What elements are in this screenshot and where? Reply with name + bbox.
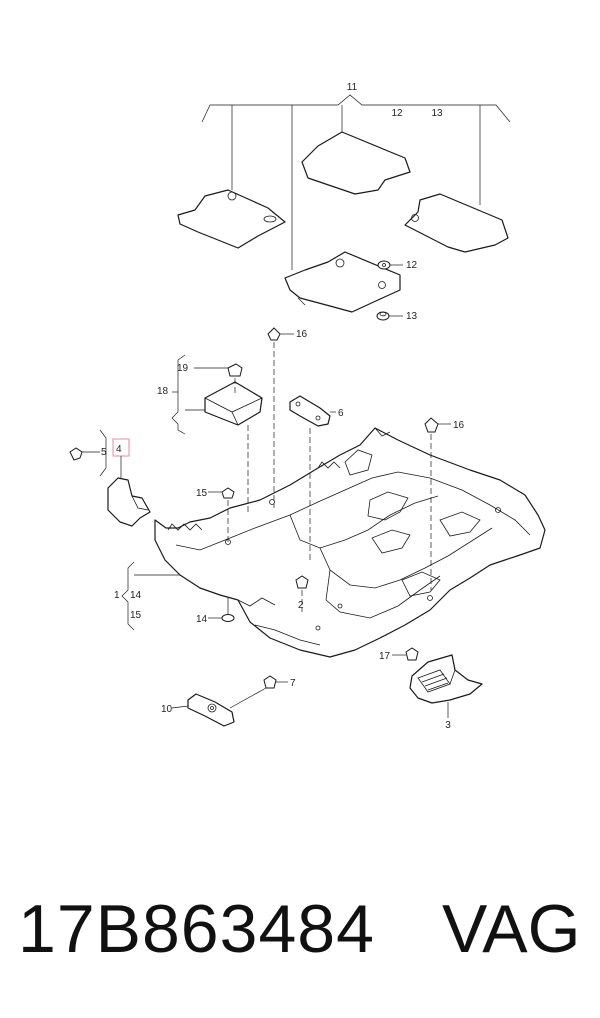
clip-2: [295, 575, 309, 612]
floor-mat-rear-right: [404, 193, 509, 253]
callout-1: 1: [114, 590, 120, 601]
floor-mat-set: [177, 94, 511, 321]
callout-16a: 16: [296, 329, 308, 340]
clip-15: [208, 425, 249, 545]
callout-10: 10: [161, 704, 173, 715]
callout-12-top: 12: [391, 108, 403, 119]
callout-labels: 11 12 13 12 13 16 19 18 6 16 5 4 15 1 14…: [101, 82, 465, 731]
callout-19: 19: [177, 363, 189, 374]
mat-clip-12: [377, 260, 391, 270]
footwell-insulation-4: [69, 429, 151, 527]
grommet-14: [208, 598, 235, 622]
callout-14b: 14: [196, 614, 208, 625]
callout-14: 14: [130, 590, 142, 601]
bracket-10: [171, 675, 288, 727]
floor-mat-rear-left: [284, 251, 401, 313]
support-plate-18: [171, 354, 263, 435]
callout-6: 6: [338, 408, 344, 419]
floor-covering: [154, 427, 546, 658]
floor-mat-front-right: [301, 131, 411, 195]
heat-shield-3: [392, 647, 483, 718]
callout-13-top: 13: [431, 108, 443, 119]
callout-12: 12: [406, 260, 418, 271]
callout-13: 13: [406, 311, 418, 322]
callout-11: 11: [347, 82, 358, 93]
callout-16b: 16: [453, 420, 465, 431]
clip-16: [267, 327, 451, 590]
callout-3: 3: [445, 720, 451, 731]
part-number: 17B863484: [18, 891, 375, 967]
callout-5: 5: [101, 447, 107, 458]
callout-18: 18: [157, 386, 169, 397]
callout-15b: 15: [130, 610, 142, 621]
callout-15: 15: [196, 488, 208, 499]
callout-4: 4: [116, 444, 122, 455]
brand-name: VAG: [442, 891, 581, 967]
footer: 17B863484 VAG: [0, 890, 600, 990]
parts-diagram: 11 12 13 12 13 16 19 18 6 16 5 4 15 1 14…: [69, 82, 546, 731]
callout-2: 2: [298, 600, 304, 611]
callout-17: 17: [379, 651, 391, 662]
bracket-6: [289, 395, 336, 560]
callout-7: 7: [290, 678, 296, 689]
floor-mat-front-left: [177, 189, 286, 249]
